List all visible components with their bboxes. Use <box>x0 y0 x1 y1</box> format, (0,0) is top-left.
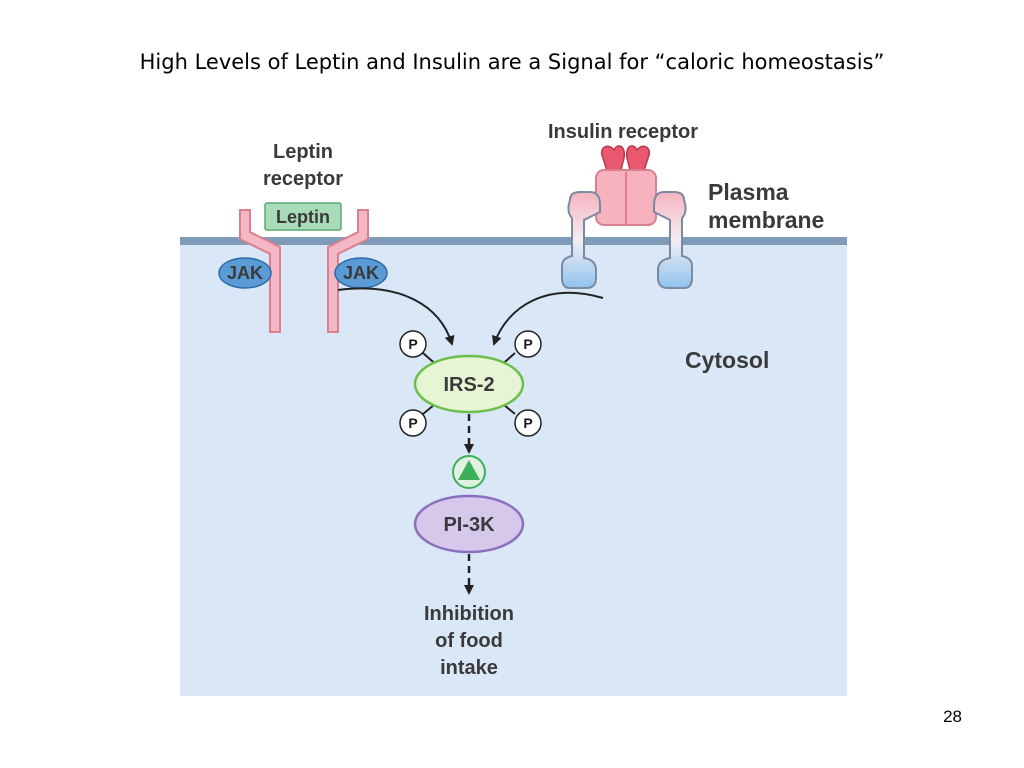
slide-number: 28 <box>943 707 962 726</box>
pi3k-label: PI-3K <box>443 514 495 536</box>
cytosol-label: Cytosol <box>685 347 769 373</box>
jak-left-label: JAK <box>227 263 263 283</box>
plasma-membrane <box>180 237 847 245</box>
slide-title: High Levels of Leptin and Insulin are a … <box>139 50 885 74</box>
phosphate-top-right <box>514 330 542 358</box>
plasma-membrane-label-line2: membrane <box>708 207 824 233</box>
phosphate-top-left <box>399 330 427 358</box>
outcome-line2: of food <box>435 630 503 652</box>
irs2-label: IRS-2 <box>443 374 494 396</box>
leptin-receptor-label-line2: receptor <box>263 168 343 190</box>
phosphate-label: P <box>523 336 532 352</box>
phosphate-label: P <box>408 415 417 431</box>
leptin-label: Leptin <box>276 207 330 227</box>
activation-icon <box>452 455 486 489</box>
phosphate-bottom-left <box>399 409 427 437</box>
outcome-line1: Inhibition <box>424 603 514 625</box>
insulin-to-irs2-arrow <box>492 291 604 346</box>
outcome-line3: intake <box>440 657 498 679</box>
irs2-node <box>413 354 525 414</box>
plasma-membrane-label-line1: Plasma <box>708 179 789 205</box>
phosphate-label: P <box>523 415 532 431</box>
cytosol-region <box>180 241 847 696</box>
pi3k-node <box>413 494 525 554</box>
phosphate-bottom-right <box>514 409 542 437</box>
leptin-to-irs2-arrow <box>337 287 455 346</box>
leptin-receptor <box>239 209 369 333</box>
insulin-receptor <box>561 145 693 289</box>
leptin-receptor-label-line1: Leptin <box>273 141 333 163</box>
jak-left-ellipse <box>218 257 272 289</box>
jak-right-label: JAK <box>343 263 379 283</box>
leptin-ligand-box <box>264 202 342 231</box>
phosphate-label: P <box>408 336 417 352</box>
insulin-receptor-label: Insulin receptor <box>548 121 698 143</box>
